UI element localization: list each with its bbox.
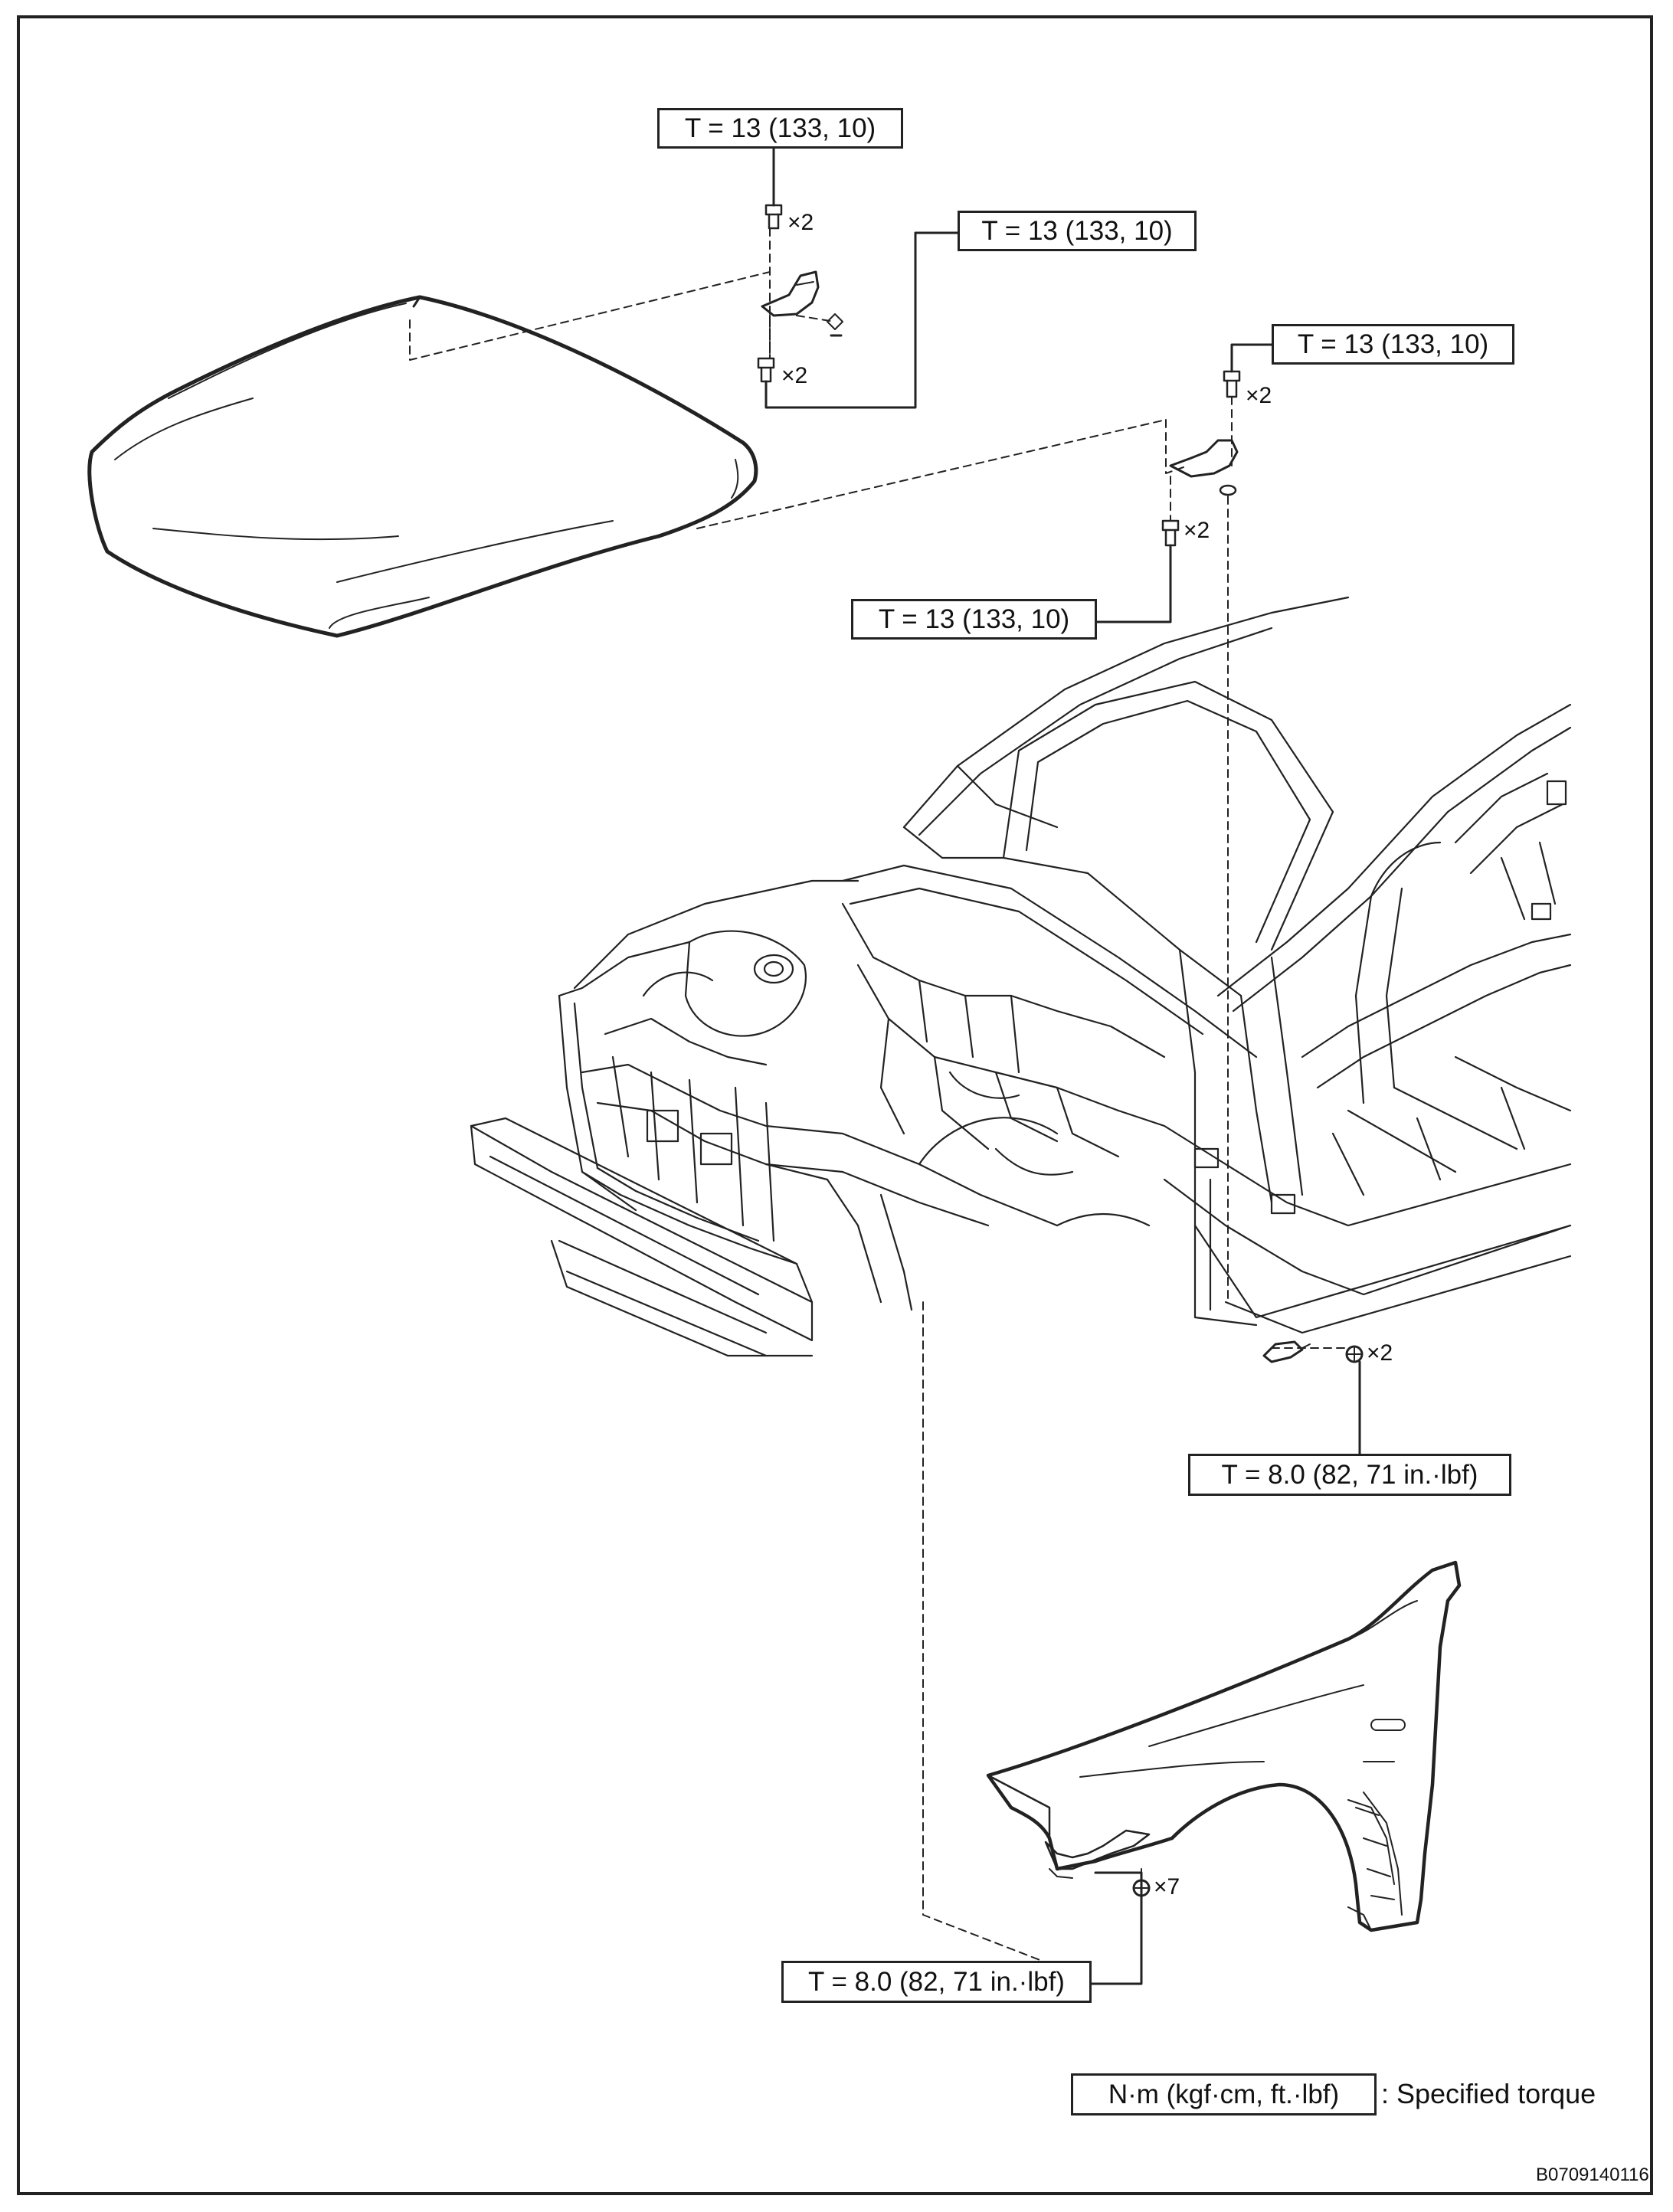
hood-panel bbox=[87, 295, 758, 638]
bolt-lower-left bbox=[757, 357, 775, 383]
hood-hinge-left bbox=[761, 270, 843, 337]
torque-label-fender-upper: T = 8.0 (82, 71 in.·lbf) bbox=[1188, 1454, 1511, 1496]
torque-label-hinge-left-upper: T = 13 (133, 10) bbox=[657, 108, 903, 149]
diagram-frame bbox=[17, 15, 1653, 2195]
quantity-fender-upper: ×2 bbox=[1367, 1340, 1393, 1366]
quantity-hinge-left-upper: ×2 bbox=[787, 210, 814, 235]
quantity-hinge-right-upper: ×2 bbox=[1246, 383, 1272, 408]
bolt-fender-upper bbox=[1345, 1345, 1364, 1363]
figure-code: B0709140116 bbox=[1536, 2165, 1649, 2185]
fender-bracket bbox=[1262, 1340, 1311, 1363]
quantity-hinge-right-lower: ×2 bbox=[1184, 518, 1210, 543]
front-fender-panel bbox=[986, 1560, 1462, 1932]
quantity-hinge-left-lower: ×2 bbox=[781, 363, 808, 388]
torque-label-hinge-right-lower: T = 13 (133, 10) bbox=[851, 599, 1097, 640]
legend-description: : Specified torque bbox=[1381, 2078, 1596, 2109]
assembly-dashed-lines bbox=[409, 227, 1349, 1962]
hood-hinge-right bbox=[1169, 439, 1239, 496]
vehicle-body-front bbox=[470, 596, 1572, 1357]
torque-label-hinge-left-lower: T = 13 (133, 10) bbox=[958, 211, 1197, 251]
leader-lines bbox=[764, 139, 1361, 1985]
bolt-lower-right bbox=[1161, 519, 1180, 547]
legend-unit-box: N·m (kgf·cm, ft.·lbf) bbox=[1071, 2073, 1377, 2115]
bolt-upper-right bbox=[1223, 370, 1241, 398]
torque-label-hinge-right-upper: T = 13 (133, 10) bbox=[1272, 324, 1514, 365]
bolt-upper-left bbox=[764, 204, 783, 230]
torque-label-fender-lower: T = 8.0 (82, 71 in.·lbf) bbox=[781, 1961, 1092, 2003]
quantity-fender-lower: ×7 bbox=[1154, 1874, 1180, 1900]
